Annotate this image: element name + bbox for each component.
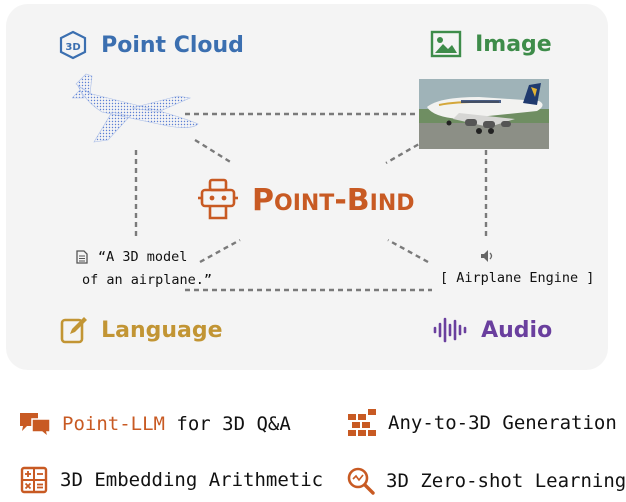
feature-zero-shot-text: 3D Zero-shot Learning: [386, 470, 626, 492]
feature-embedding-arithmetic: 3D Embedding Arithmetic: [20, 466, 323, 494]
image-header: Image: [430, 30, 552, 58]
language-caption-line2: of an airplane.”: [82, 272, 213, 288]
image-label: Image: [475, 31, 552, 57]
line-image-center: [385, 138, 427, 165]
point-cloud-airplane-image: [72, 73, 199, 143]
robot-icon: [198, 178, 238, 220]
document-icon: [76, 250, 88, 264]
feature-zero-shot: 3D Zero-shot Learning: [346, 466, 626, 496]
diagram-panel: [6, 4, 608, 370]
audio-header: Audio: [432, 316, 552, 344]
svg-text:3D: 3D: [65, 42, 80, 53]
chat-icon: [20, 413, 51, 438]
calculator-icon: [20, 466, 48, 494]
point-bind-center: POINT-BIND: [198, 178, 415, 222]
image-icon: [430, 30, 462, 58]
edit-icon: [60, 317, 87, 344]
feature-point-llm-text: Point-LLM for 3D Q&A: [62, 413, 291, 435]
point-cloud-header: 3D Point Cloud: [58, 30, 244, 60]
airplane-photo: [419, 79, 549, 149]
feature-embedding-arithmetic-text: 3D Embedding Arithmetic: [60, 469, 324, 491]
line-language-center: [199, 238, 241, 264]
feature-any-to-3d: Any-to-3D Generation: [346, 408, 617, 438]
feature-point-llm: Point-LLM for 3D Q&A: [18, 410, 291, 438]
magnifier-icon: [347, 467, 375, 495]
3d-cube-icon: 3D: [59, 30, 87, 60]
point-bind-title: POINT-BIND: [252, 182, 415, 218]
audio-caption: [ Airplane Engine ]: [440, 270, 595, 286]
feature-any-to-3d-text: Any-to-3D Generation: [388, 412, 617, 434]
line-audio-center: [387, 238, 429, 264]
language-caption-line1: “A 3D model: [98, 249, 188, 265]
language-caption: “A 3D model of an airplane.”: [76, 246, 212, 292]
language-header: Language: [60, 316, 223, 344]
audio-label: Audio: [481, 317, 553, 343]
speaker-icon: [481, 250, 493, 262]
bricks-icon: [348, 409, 376, 436]
language-label: Language: [101, 317, 223, 343]
waveform-icon: [433, 317, 467, 343]
point-cloud-label: Point Cloud: [101, 32, 244, 58]
line-pc-center: [194, 138, 233, 165]
